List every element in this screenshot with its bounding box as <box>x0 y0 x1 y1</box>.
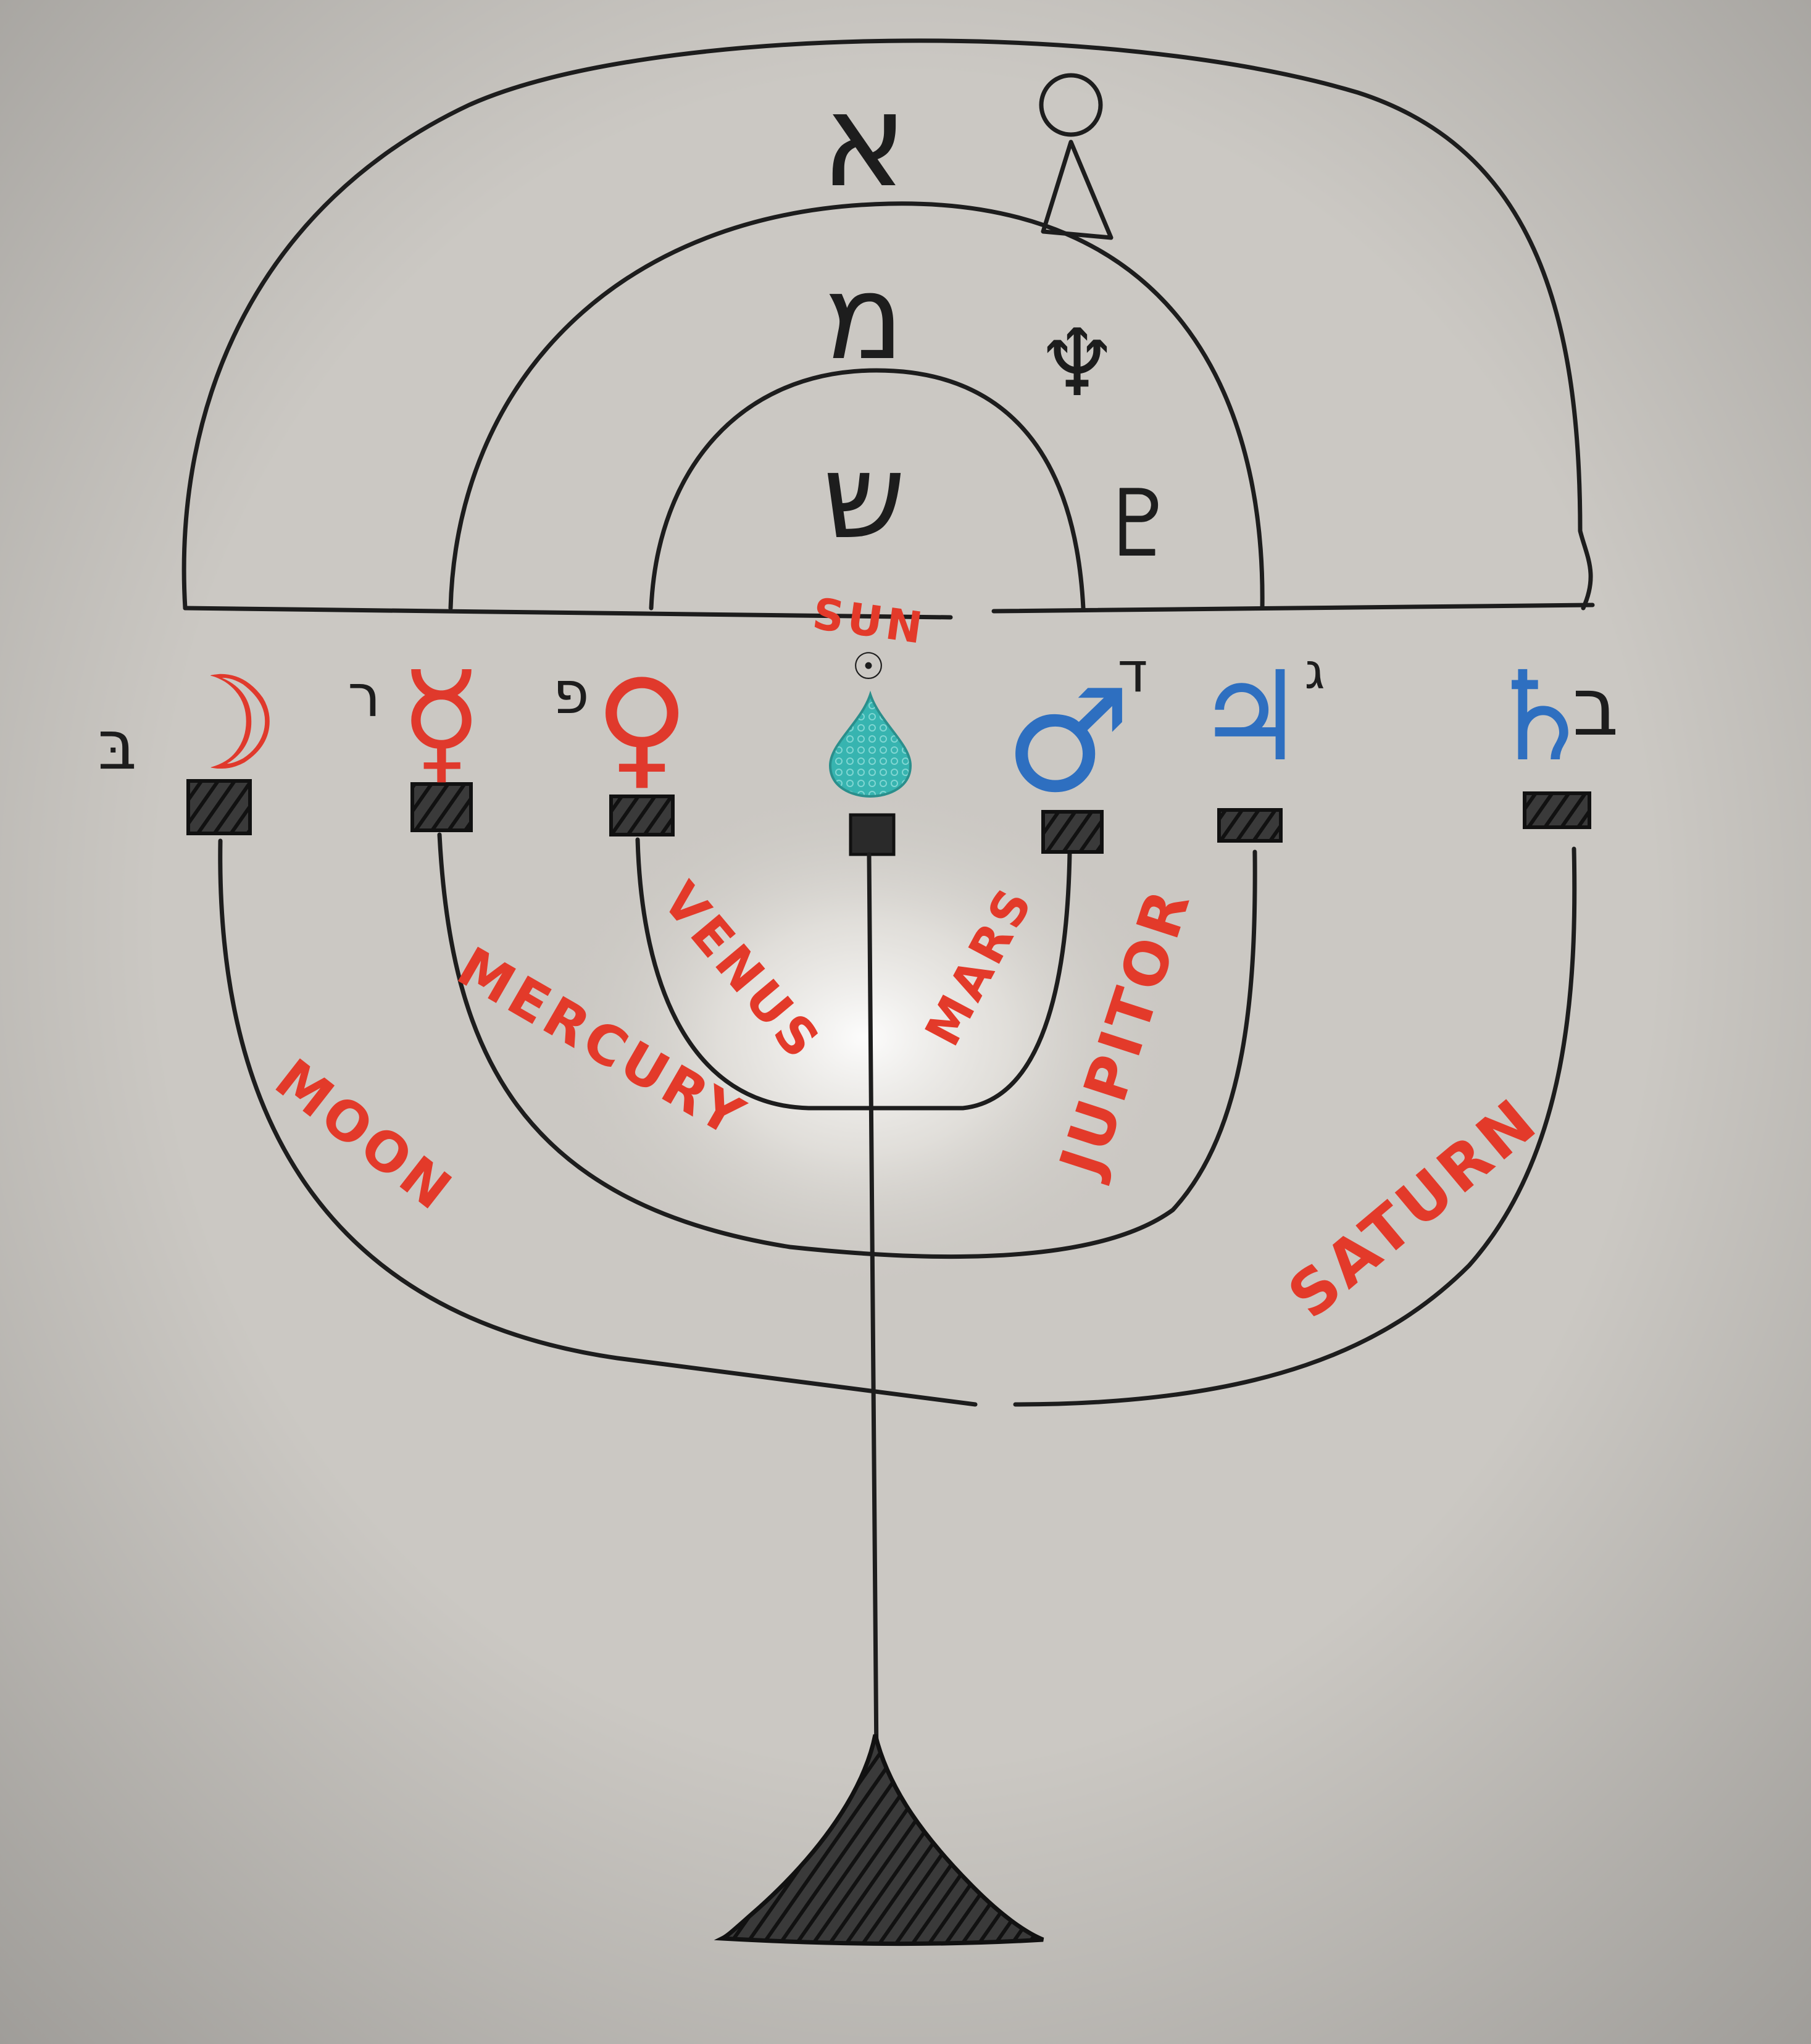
saturn-letter: ב <box>1572 660 1618 754</box>
outer-arch <box>181 38 1593 611</box>
venus-letter: פ <box>552 659 589 727</box>
mercury-letter: ר <box>348 662 381 730</box>
jupiter-letter: ג <box>1305 643 1325 700</box>
menorah-base-icon <box>714 1734 1044 1946</box>
crossbar-right <box>991 603 1595 614</box>
branch-venus-mars <box>635 837 1072 1111</box>
mem-letter: מ <box>824 249 904 386</box>
branch-saturn <box>1013 846 1577 1407</box>
figure-icon <box>1039 73 1114 240</box>
moon-letter: בּ <box>98 706 137 785</box>
crossbar-left <box>183 606 953 620</box>
sun-glyph: ☉ <box>852 645 885 688</box>
branch-mercury-jupiter <box>437 832 1257 1259</box>
venus-icon: ♀ <box>594 651 689 803</box>
branch-moon <box>218 838 978 1407</box>
sun-cup <box>849 813 896 856</box>
mars-cup <box>1041 810 1104 854</box>
saturn-icon: ♄ <box>1484 645 1595 789</box>
pluto-icon: ♇ <box>1097 470 1180 578</box>
branch-letters: בּ ר פ ד ג ב <box>98 640 1618 785</box>
planet-glyphs: ☽ ☿ ♀ ♂ ♃ ♄ <box>164 643 1596 824</box>
moon-cup <box>186 779 252 835</box>
candle-cups <box>186 779 1591 854</box>
arches <box>181 38 1595 620</box>
mars-icon: ♂ <box>1004 659 1131 824</box>
branches <box>218 832 1577 1407</box>
shin-letter: ש <box>823 428 906 565</box>
jupiter-cup <box>1217 808 1283 843</box>
flame-icon <box>828 690 912 798</box>
venus-cup <box>609 795 675 836</box>
saturn-cup <box>1523 791 1591 829</box>
mercury-icon: ☿ <box>399 643 483 801</box>
moon-icon: ☽ <box>164 648 280 799</box>
inner-arch <box>649 368 1086 611</box>
jupiter-icon: ♃ <box>1194 645 1305 789</box>
menorah-stem <box>867 852 879 1762</box>
middle-arch <box>448 201 1265 611</box>
neptune-icon: ♆ <box>1036 310 1118 417</box>
mercury-cup <box>410 782 473 832</box>
mars-letter: ד <box>1117 640 1147 705</box>
aleph-letter: א <box>821 65 907 216</box>
